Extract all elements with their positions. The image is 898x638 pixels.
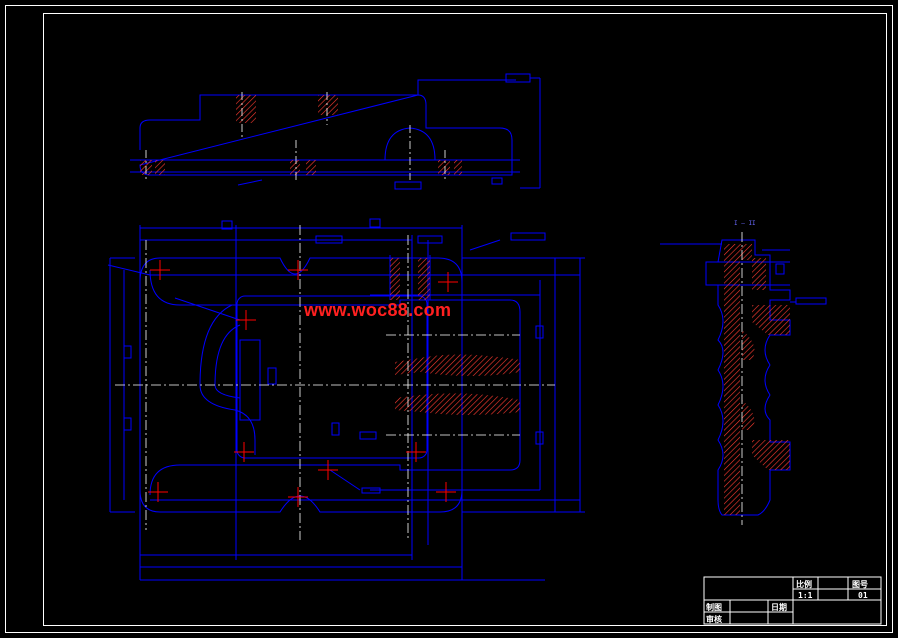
title-block-frame xyxy=(703,576,882,625)
date-label: 日期 xyxy=(771,603,787,612)
section-view-hatch xyxy=(724,244,790,515)
checked-by-label: 审核 xyxy=(706,615,722,624)
watermark-text: www.woc88.com xyxy=(304,300,452,320)
hole-center-marks xyxy=(148,260,458,507)
section-view-outline xyxy=(660,239,827,516)
drawing-number-label: 图号 xyxy=(852,580,868,589)
drawing-number-value: 01 xyxy=(858,591,868,600)
top-view-centerlines xyxy=(145,92,446,180)
outer-frame xyxy=(5,5,893,633)
drawn-by-label: 制图 xyxy=(706,603,722,612)
top-elevation-view xyxy=(130,73,541,190)
scale-value: 1:1 xyxy=(798,591,813,600)
top-view-hatch xyxy=(140,95,462,175)
plan-view-outline xyxy=(107,218,585,581)
inner-frame xyxy=(43,13,887,626)
plan-view-hatch xyxy=(390,258,520,415)
section-label: I — II xyxy=(734,220,756,227)
plan-view-centerlines xyxy=(115,225,555,540)
scale-label: 比例 xyxy=(796,580,812,589)
